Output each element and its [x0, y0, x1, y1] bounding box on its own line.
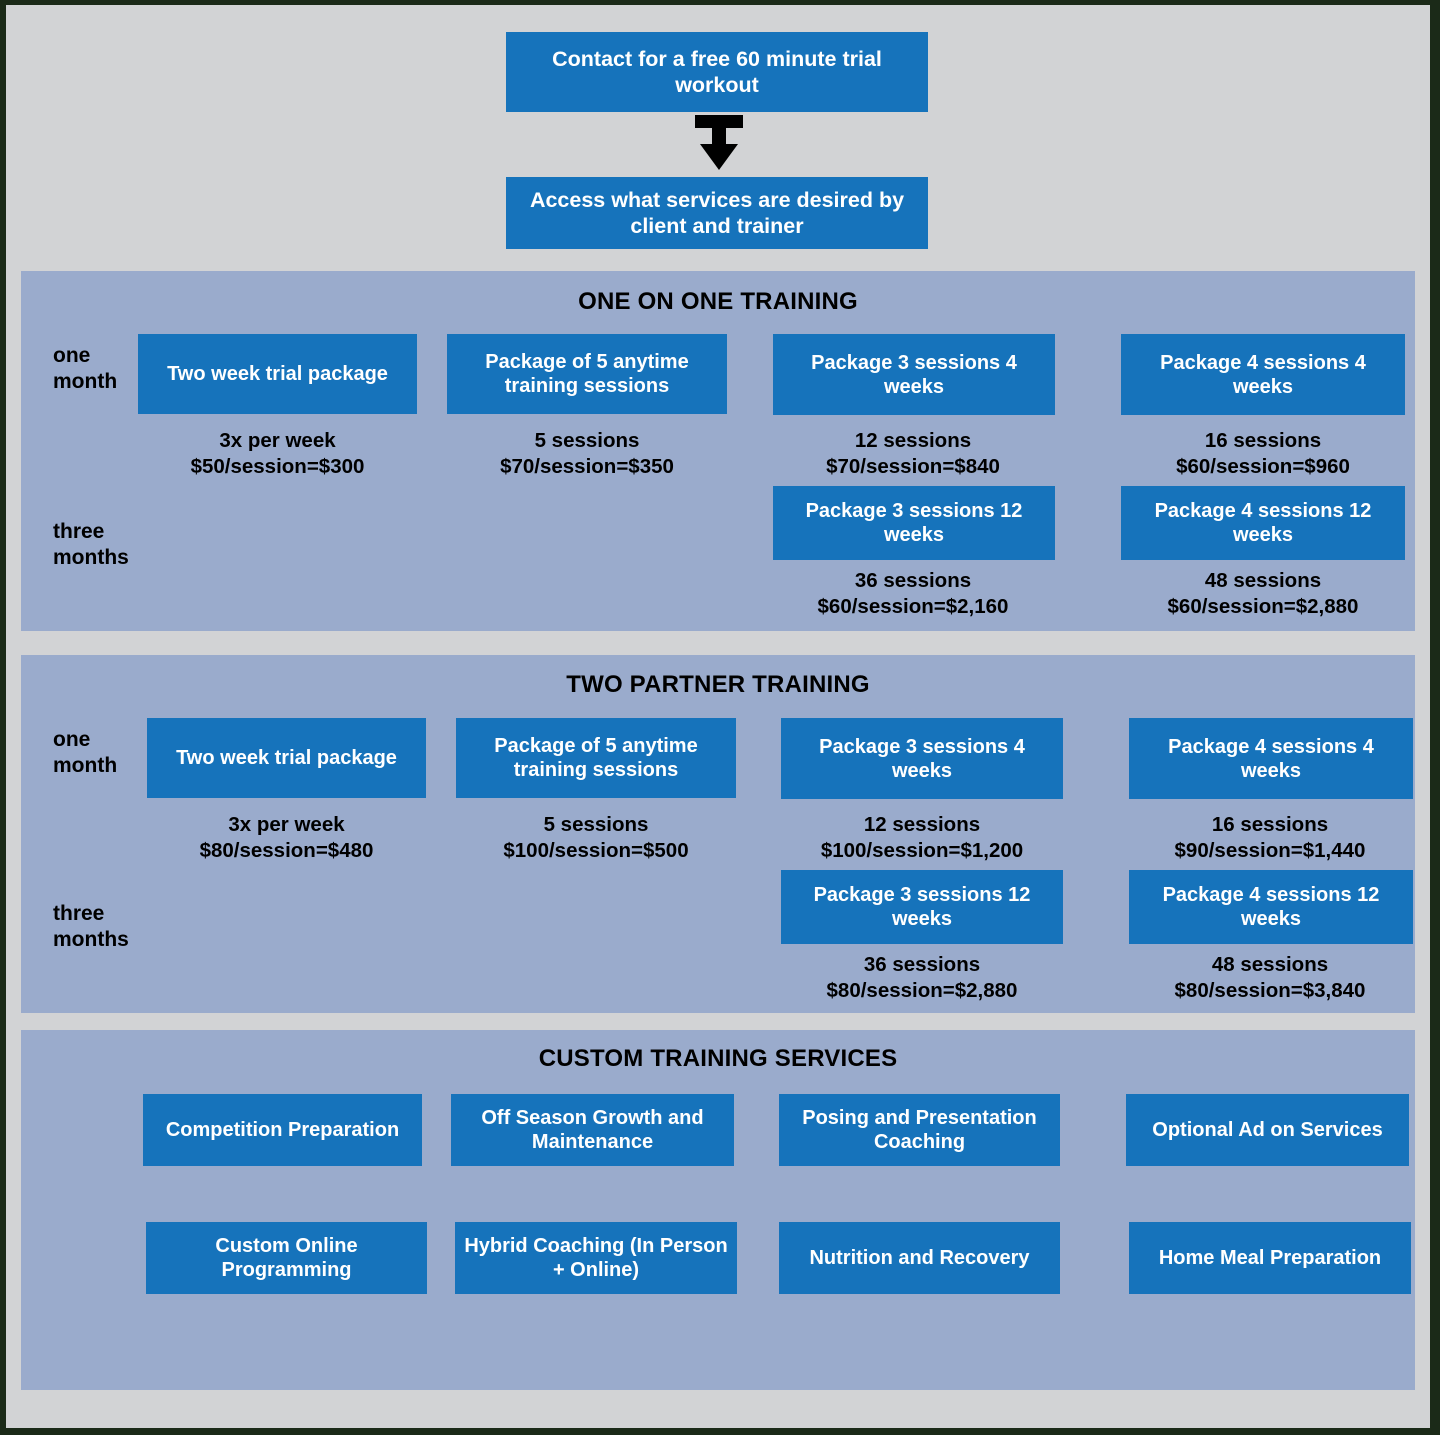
pricing-one-on-one-c4-three-months: 48 sessions $60/session=$2,880 — [1167, 569, 1359, 619]
tile-one-on-one-c2-one-month[interactable]: Package of 5 anytime training sessions — [447, 334, 727, 414]
tile-two-partner-c2-one-month[interactable]: Package of 5 anytime training sessions — [456, 718, 736, 798]
service-tile-home-meal-preparation[interactable]: Home Meal Preparation — [1129, 1222, 1411, 1294]
tile-two-partner-c1-one-month[interactable]: Two week trial package — [147, 718, 426, 798]
service-tile-custom-online-programming[interactable]: Custom Online Programming — [146, 1222, 427, 1294]
pricing-two-partner-c3-one-month: 12 sessions $100/session=$1,200 — [820, 813, 1024, 863]
tile-two-partner-c3-three-months[interactable]: Package 3 sessions 12 weeks — [781, 870, 1063, 944]
section-one-on-one-training: ONE ON ONE TRAINING one month three mont… — [21, 271, 1415, 631]
pricing-one-on-one-c1-one-month: 3x per week $50/session=$300 — [190, 429, 365, 479]
pricing-one-on-one-c2-one-month: 5 sessions $70/session=$350 — [500, 429, 674, 479]
service-tile-optional-add-on-services[interactable]: Optional Ad on Services — [1126, 1094, 1409, 1166]
tile-two-partner-c4-three-months[interactable]: Package 4 sessions 12 weeks — [1129, 870, 1413, 944]
tile-two-partner-c3-one-month[interactable]: Package 3 sessions 4 weeks — [781, 718, 1063, 799]
pricing-one-on-one-c3-three-months: 36 sessions $60/session=$2,160 — [817, 569, 1009, 619]
tile-one-on-one-c4-one-month[interactable]: Package 4 sessions 4 weeks — [1121, 334, 1405, 415]
down-arrow-icon — [689, 113, 749, 173]
section-title-one-on-one: ONE ON ONE TRAINING — [578, 288, 858, 315]
service-tile-competition-preparation[interactable]: Competition Preparation — [143, 1094, 422, 1166]
tile-one-on-one-c1-one-month[interactable]: Two week trial package — [138, 334, 417, 414]
pricing-two-partner-c2-one-month: 5 sessions $100/session=$500 — [503, 813, 689, 863]
tile-two-partner-c4-one-month[interactable]: Package 4 sessions 4 weeks — [1129, 718, 1413, 799]
tile-one-on-one-c4-three-months[interactable]: Package 4 sessions 12 weeks — [1121, 486, 1405, 560]
service-tile-off-season-growth[interactable]: Off Season Growth and Maintenance — [451, 1094, 734, 1166]
section-title-custom-services: CUSTOM TRAINING SERVICES — [538, 1045, 898, 1072]
row-label-one-month-1: one month — [53, 344, 118, 394]
row-label-one-month-2: one month — [53, 728, 118, 778]
pricing-one-on-one-c4-one-month: 16 sessions $60/session=$960 — [1176, 429, 1350, 479]
section-two-partner-training: TWO PARTNER TRAINING one month three mon… — [21, 655, 1415, 1013]
tile-one-on-one-c3-one-month[interactable]: Package 3 sessions 4 weeks — [773, 334, 1055, 415]
tile-one-on-one-c3-three-months[interactable]: Package 3 sessions 12 weeks — [773, 486, 1055, 560]
access-services-box[interactable]: Access what services are desired by clie… — [506, 177, 928, 249]
pricing-two-partner-c3-three-months: 36 sessions $80/session=$2,880 — [826, 953, 1018, 1003]
section-custom-training-services: CUSTOM TRAINING SERVICES Competition Pre… — [21, 1030, 1415, 1390]
service-tile-nutrition-and-recovery[interactable]: Nutrition and Recovery — [779, 1222, 1060, 1294]
section-title-two-partner: TWO PARTNER TRAINING — [566, 671, 870, 698]
service-tile-posing-presentation-coaching[interactable]: Posing and Presentation Coaching — [779, 1094, 1060, 1166]
contact-free-trial-box[interactable]: Contact for a free 60 minute trial worko… — [506, 32, 928, 112]
pricing-two-partner-c1-one-month: 3x per week $80/session=$480 — [199, 813, 374, 863]
pricing-two-partner-c4-one-month: 16 sessions $90/session=$1,440 — [1174, 813, 1366, 863]
service-tile-hybrid-coaching[interactable]: Hybrid Coaching (In Person + Online) — [455, 1222, 737, 1294]
row-label-three-months-2: three months — [53, 902, 129, 952]
pricing-two-partner-c4-three-months: 48 sessions $80/session=$3,840 — [1174, 953, 1366, 1003]
diagram-canvas: Contact for a free 60 minute trial worko… — [6, 5, 1430, 1428]
row-label-three-months-1: three months — [53, 520, 129, 570]
pricing-one-on-one-c3-one-month: 12 sessions $70/session=$840 — [826, 429, 1000, 479]
